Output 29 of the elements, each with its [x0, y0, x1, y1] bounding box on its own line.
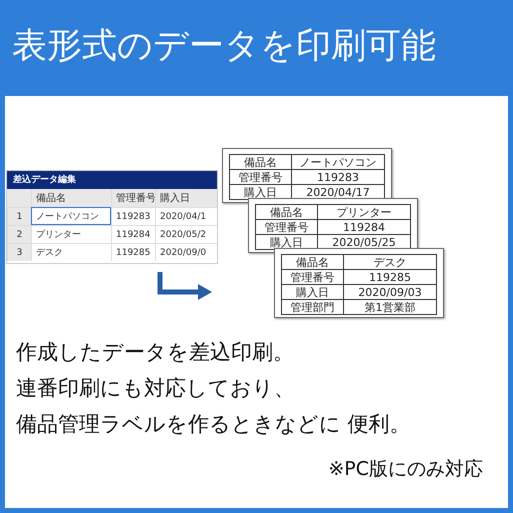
field-value: プリンター — [317, 204, 411, 220]
table-cell: 119284 — [111, 225, 155, 243]
field-value: デスク — [343, 254, 437, 270]
table-cell: 119283 — [111, 207, 155, 225]
table-cell: 119285 — [111, 243, 155, 261]
footnote: ※PC版にのみ対応 — [328, 457, 483, 482]
field-name: 備品名 — [281, 254, 344, 270]
column-header: 備品名 — [31, 189, 111, 207]
field-name: 備品名 — [255, 204, 318, 220]
description-text: 作成したデータを差込印刷。 — [16, 339, 294, 366]
field-value: 第1営業部 — [343, 299, 437, 315]
table-cell: プリンター — [31, 225, 111, 243]
column-header: 購入日 — [155, 189, 217, 207]
table-cell: 2020/04/1 — [155, 207, 217, 225]
row-number: 3 — [7, 243, 31, 261]
table-cell: デスク — [31, 243, 111, 261]
field-value: ノートパソコン — [291, 154, 385, 170]
description-text: 備品管理ラベルを作るときなどに 便利。 — [16, 411, 411, 438]
field-name: 管理部門 — [281, 299, 344, 315]
title: 表形式のデータを印刷可能 — [12, 25, 436, 68]
panel-title: 差込データ編集 — [7, 171, 217, 189]
table-cell: 2020/09/0 — [155, 243, 217, 261]
column-header: 管理番号 — [111, 189, 155, 207]
row-number: 2 — [7, 225, 31, 243]
field-name: 備品名 — [229, 154, 292, 170]
description-text: 連番印刷にも対応しており、 — [16, 375, 295, 402]
row-number: 1 — [7, 207, 31, 225]
table-cell: 2020/05/2 — [155, 225, 217, 243]
table-cell: ノートパソコン — [31, 207, 111, 225]
